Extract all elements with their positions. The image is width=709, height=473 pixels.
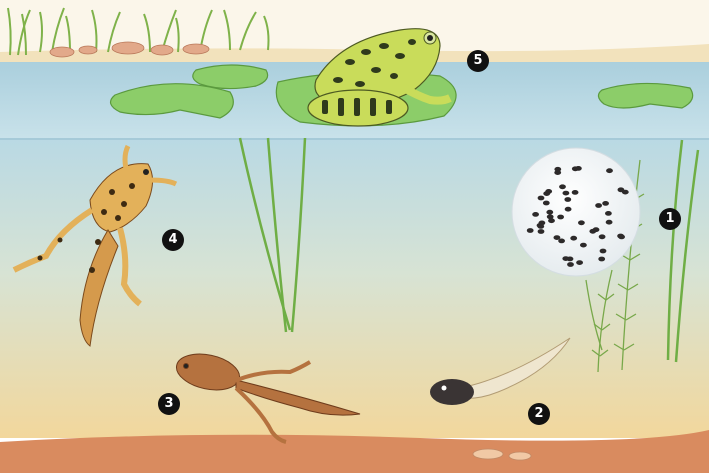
frog-egg bbox=[538, 229, 545, 234]
frog-egg bbox=[554, 167, 561, 172]
stage-badge-2: 2 bbox=[528, 403, 550, 425]
frog-egg bbox=[546, 210, 553, 215]
frog-egg bbox=[595, 203, 602, 208]
frog-egg bbox=[578, 220, 585, 225]
frog-egg bbox=[589, 229, 596, 234]
frog-egg bbox=[580, 243, 587, 248]
frog-egg bbox=[558, 239, 565, 244]
frog-egg bbox=[567, 262, 574, 267]
frog-egg bbox=[545, 189, 552, 194]
frog-egg bbox=[576, 260, 583, 265]
frog-egg bbox=[606, 220, 613, 225]
frog-egg bbox=[567, 257, 574, 262]
frog-egg bbox=[539, 221, 546, 226]
frog-egg bbox=[570, 236, 577, 241]
frog-egg bbox=[543, 201, 550, 206]
frog-egg bbox=[559, 184, 566, 189]
stage-badge-3: 3 bbox=[158, 393, 180, 415]
stage-badge-4: 4 bbox=[162, 229, 184, 251]
frog-egg bbox=[532, 212, 539, 217]
stage-badge-5: 5 bbox=[467, 50, 489, 72]
frog-egg bbox=[606, 168, 613, 173]
frog-egg bbox=[605, 211, 612, 216]
frog-egg bbox=[527, 228, 534, 233]
frog-egg bbox=[602, 201, 609, 206]
frog-egg bbox=[564, 197, 571, 202]
frog-egg bbox=[547, 214, 554, 219]
frog-egg bbox=[565, 207, 572, 212]
frog-egg bbox=[618, 235, 625, 240]
frog-egg bbox=[538, 196, 545, 201]
frog-egg bbox=[572, 166, 579, 171]
frog-egg bbox=[598, 257, 605, 262]
stage-badge-1: 1 bbox=[659, 208, 681, 230]
frog-egg bbox=[600, 249, 607, 254]
frogspawn bbox=[512, 148, 640, 276]
frog-egg bbox=[572, 190, 579, 195]
frog-egg bbox=[599, 234, 606, 239]
frog-egg bbox=[557, 215, 564, 220]
frog-egg bbox=[563, 191, 570, 196]
frog-egg bbox=[618, 187, 625, 192]
